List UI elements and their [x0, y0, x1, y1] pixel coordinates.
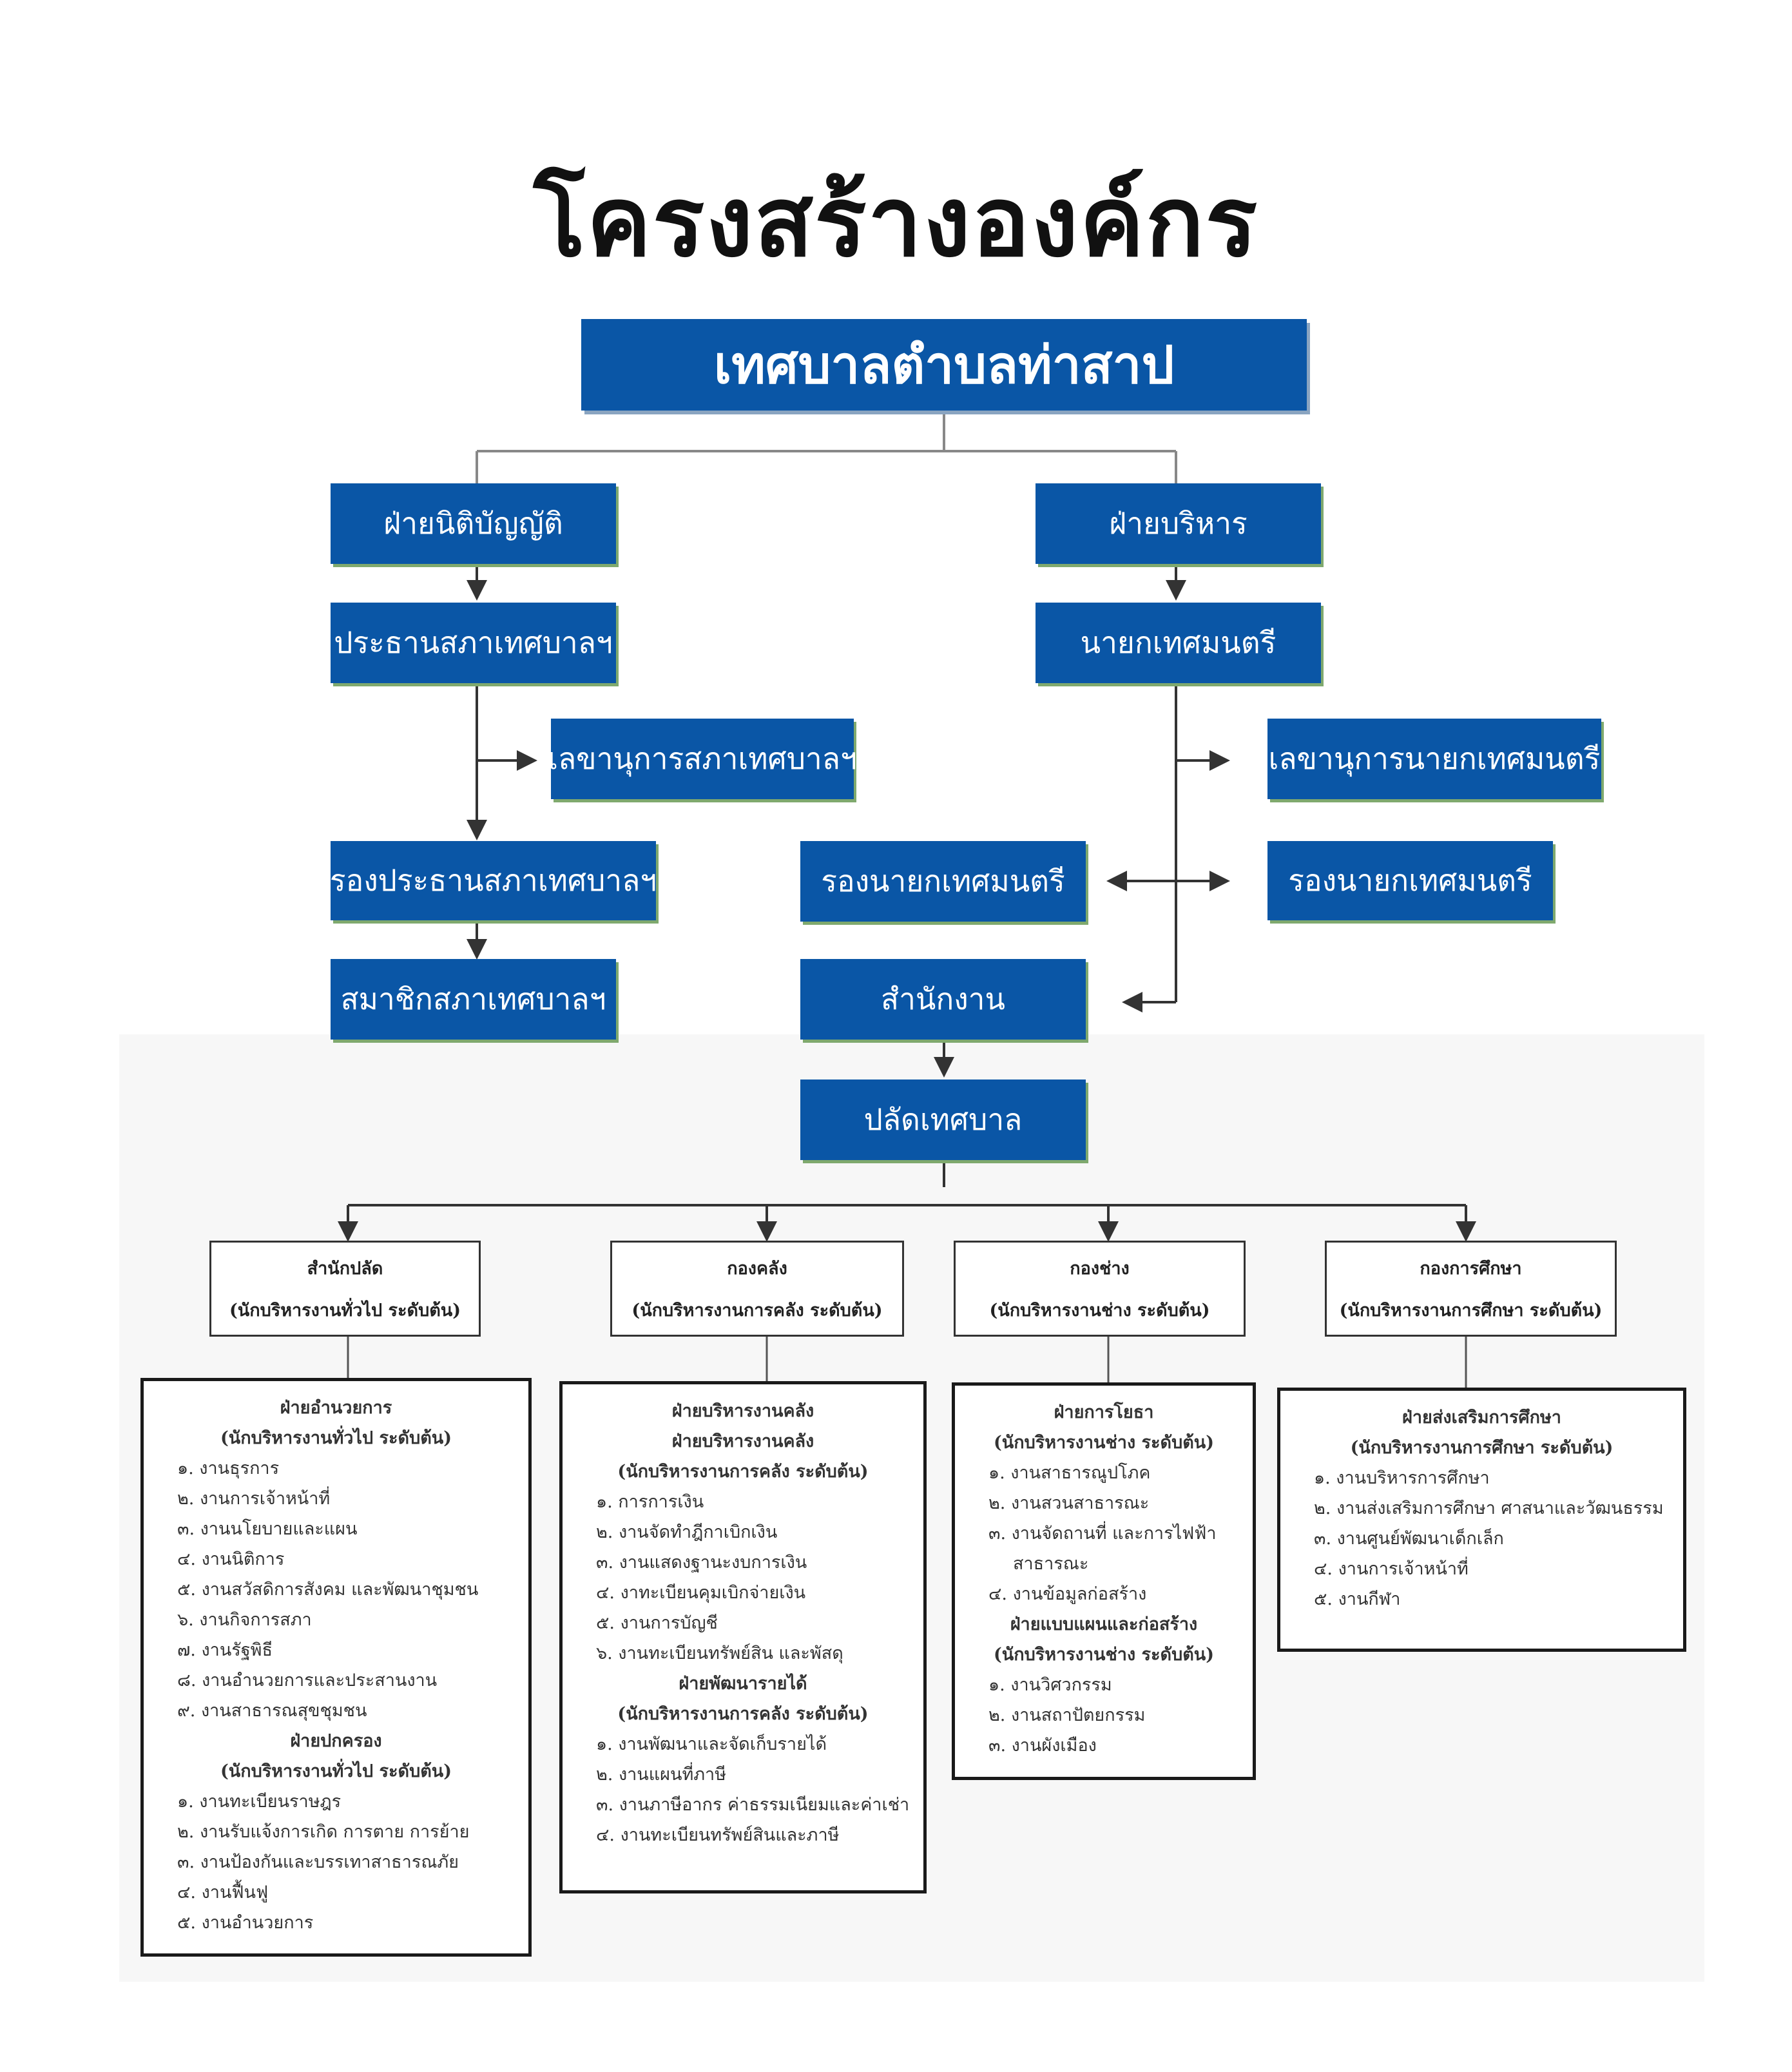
task-item: ๑. งานทะเบียนราษฎร	[177, 1792, 342, 1812]
task-item: ๒. งานแผนที่ภาษี	[596, 1765, 726, 1785]
task-item: ๔. งาทะเบียนคุมเบิกจ่ายเงิน	[596, 1583, 806, 1603]
council-president-box: ประธานสภาเทศบาลฯ	[331, 603, 616, 683]
section-heading: (นักบริหารงานทั่วไป ระดับต้น)	[220, 1428, 452, 1448]
section-box: ฝ่ายการโยธา (นักบริหารงานช่าง ระดับต้น) ๑.…	[952, 1382, 1256, 1780]
department-box: กองการศึกษา (นักบริหารงานการศึกษา ระดับต…	[1325, 1241, 1617, 1337]
task-item: ๗. งานรัฐพิธี	[177, 1640, 273, 1660]
section-heading: ฝ่ายบริหารงานคลัง	[671, 1431, 814, 1451]
task-item: ๖. งานทะเบียนทรัพย์สิน และพัสดุ	[596, 1643, 843, 1663]
task-item: ๓. งานผังเมือง	[988, 1736, 1097, 1756]
task-item: ๔. งานทะเบียนทรัพย์สินและภาษี	[596, 1825, 840, 1845]
task-item: ๖. งานกิจการสภา	[177, 1610, 312, 1630]
task-item: ๒. งานส่งเสริมการศึกษา ศาสนาและวัฒนธรรม	[1314, 1498, 1664, 1518]
council-members-box: สมาชิกสภาเทศบาลฯ	[331, 959, 616, 1040]
legislative-branch-box: ฝ่ายนิติบัญญัติ	[331, 483, 616, 564]
department-box: กองช่าง (นักบริหารงานช่าง ระดับต้น)	[954, 1241, 1246, 1337]
task-item: ๙. งานสาธารณสุขชุมชน	[177, 1701, 367, 1721]
page-title: โครงสร้างองค์กร	[533, 166, 1259, 278]
task-item: ๓. งานนโยบายและแผน	[177, 1519, 358, 1539]
task-item: ๑. งานสาธารณูปโภค	[988, 1463, 1151, 1483]
mayor-box: นายกเทศมนตรี	[1036, 603, 1321, 683]
task-item: ๒. งานสวนสาธารณะ	[988, 1493, 1150, 1513]
department-level: (นักบริหารงานการคลัง ระดับต้น)	[631, 1300, 883, 1321]
task-item: ๑. การการเงิน	[596, 1492, 704, 1512]
section-heading: (นักบริหารงานการคลัง ระดับต้น)	[617, 1704, 869, 1724]
department-name: กองการศึกษา	[1420, 1258, 1522, 1279]
section-box: ฝ่ายอำนวยการ (นักบริหารงานทั่วไป ระดับต้น…	[140, 1378, 532, 1957]
department-box: สำนักปลัด (นักบริหารงานทั่วไป ระดับต้น)	[209, 1241, 481, 1337]
department-name: กองช่าง	[1070, 1258, 1130, 1279]
section-box: ฝ่ายส่งเสริมการศึกษา (นักบริหารงานการศึกษ…	[1277, 1388, 1686, 1652]
municipality-box: เทศบาลตำบลท่าสาป	[581, 319, 1307, 411]
section-heading: ฝ่ายอำนวยการ	[280, 1398, 392, 1418]
task-item: ๑. งานบริหารการศึกษา	[1314, 1468, 1490, 1488]
task-item: ๔. งานฟื้นฟู	[177, 1883, 269, 1903]
section-heading: (นักบริหารงานช่าง ระดับต้น)	[994, 1433, 1214, 1453]
task-item: ๑. งานพัฒนาและจัดเก็บรายได้	[596, 1734, 827, 1754]
section-heading: (นักบริหารงานช่าง ระดับต้น)	[994, 1645, 1214, 1665]
section-heading: ฝ่ายบริหารงานคลัง	[671, 1401, 814, 1421]
section-heading: ฝ่ายแบบแผนและก่อสร้าง	[1010, 1614, 1198, 1634]
executive-branch-box: ฝ่ายบริหาร	[1036, 483, 1321, 564]
task-item: ๔. งานข้อมูลก่อสร้าง	[988, 1584, 1147, 1604]
mayor-secretary-box: เลขานุการนายกเทศมนตรี	[1267, 719, 1601, 799]
department-name: กองคลัง	[727, 1258, 787, 1279]
task-item: ๕. งานสวัสดิการสังคม และพัฒนาชุมชน	[177, 1580, 479, 1600]
task-item: ๑. งานวิศวกรรม	[988, 1675, 1112, 1695]
department-level: (นักบริหารงานทั่วไป ระดับต้น)	[229, 1300, 461, 1321]
section-heading: (นักบริหารงานการคลัง ระดับต้น)	[617, 1462, 869, 1482]
task-item: ๓. งานจัดถานที่ และการไฟฟ้า	[988, 1524, 1217, 1544]
section-heading: (นักบริหารงานทั่วไป ระดับต้น)	[220, 1761, 452, 1781]
task-item: ๔. งานการเจ้าหน้าที่	[1314, 1559, 1469, 1579]
department-level: (นักบริหารงานช่าง ระดับต้น)	[989, 1300, 1210, 1321]
task-item: สาธารณะ	[1013, 1554, 1089, 1574]
task-item: ๒. งานการเจ้าหน้าที่	[177, 1489, 331, 1509]
section-heading: ฝ่ายการโยธา	[1054, 1402, 1154, 1422]
section-heading: (นักบริหารงานการศึกษา ระดับต้น)	[1350, 1438, 1614, 1458]
section-heading: ฝ่ายพัฒนารายได้	[679, 1674, 807, 1694]
deputy-mayor-left-box: รองนายกเทศมนตรี	[800, 841, 1086, 922]
task-item: ๓. งานภาษีอากร ค่าธรรมเนียมและค่าเช่า	[596, 1795, 910, 1815]
task-item: ๓. งานศูนย์พัฒนาเด็กเล็ก	[1314, 1529, 1504, 1549]
task-item: ๔. งานนิติการ	[177, 1549, 285, 1569]
department-name: สำนักปลัด	[307, 1258, 383, 1279]
section-box: ฝ่ายบริหารงานคลังฝ่ายบริหารงานคลัง(นักบร…	[559, 1381, 927, 1893]
department-level: (นักบริหารงานการศึกษา ระดับต้น)	[1339, 1300, 1603, 1321]
council-vice-president-box: รองประธานสภาเทศบาลฯ	[330, 841, 657, 920]
office-box: สำนักงาน	[800, 959, 1086, 1040]
task-item: ๕. งานกีฬา	[1314, 1589, 1401, 1609]
task-item: ๒. งานจัดทำฎีกาเบิกเงิน	[596, 1522, 778, 1542]
task-item: ๕. งานการบัญชี	[596, 1613, 718, 1633]
department-box: กองคลัง (นักบริหารงานการคลัง ระดับต้น)	[610, 1241, 904, 1337]
task-item: ๑. งานธุรการ	[177, 1458, 280, 1478]
council-secretary-box: เลขานุการสภาเทศบาลฯ	[548, 719, 857, 799]
deputy-mayor-right-box: รองนายกเทศมนตรี	[1267, 841, 1553, 920]
section-heading: ฝ่ายส่งเสริมการศึกษา	[1402, 1408, 1561, 1428]
section-heading: ฝ่ายปกครอง	[290, 1731, 382, 1751]
municipal-clerk-box: ปลัดเทศบาล	[800, 1080, 1086, 1160]
task-item: ๕. งานอำนวยการ	[177, 1913, 314, 1933]
task-item: ๓. งานแสดงฐานะงบการเงิน	[596, 1553, 807, 1573]
task-item: ๒. งานสถาปัตยกรรม	[988, 1705, 1146, 1725]
task-item: ๓. งานป้องกันและบรรเทาสาธารณภัย	[177, 1852, 459, 1872]
task-item: ๒. งานรับแจ้งการเกิด การตาย การย้าย	[177, 1822, 470, 1842]
task-item: ๘. งานอำนวยการและประสานงาน	[177, 1670, 438, 1690]
